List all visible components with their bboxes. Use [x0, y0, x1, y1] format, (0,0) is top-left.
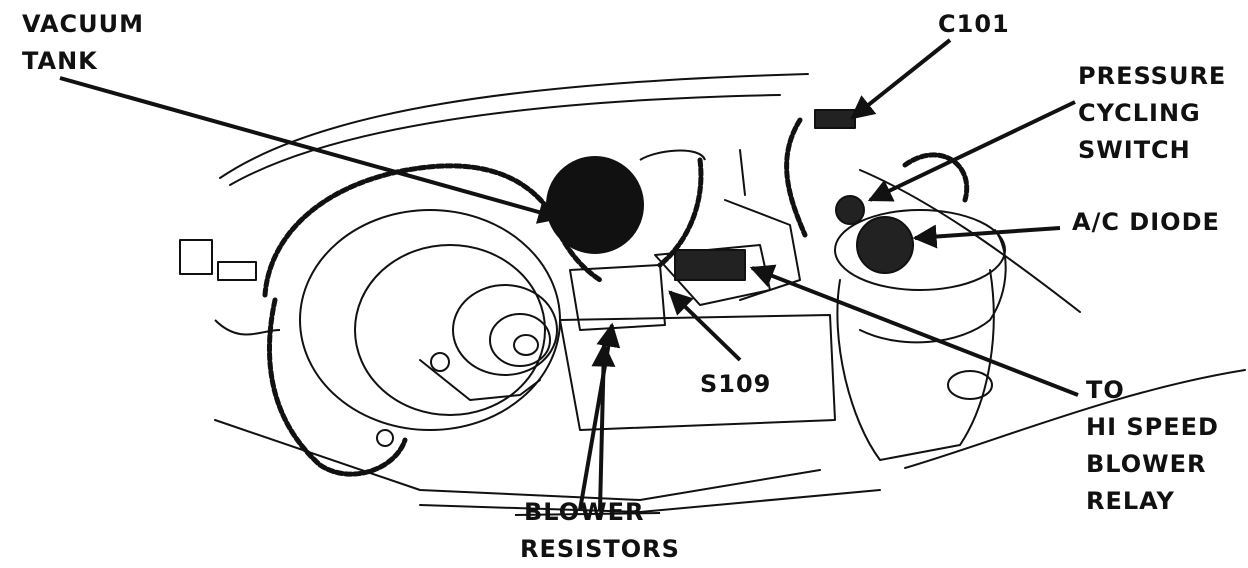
pressure-switch-body: [835, 195, 865, 225]
label-line: BLOWER: [1086, 450, 1207, 478]
relay-arrow: [749, 264, 1079, 397]
loose-connector-1: [179, 239, 213, 275]
hi-speed-blower-relay-label: TO HI SPEED BLOWER RELAY: [1086, 378, 1219, 526]
c101-arrow: [850, 38, 952, 120]
bracket-line: [724, 199, 801, 301]
c101-label: C101: [938, 12, 1010, 36]
blower-housing: [299, 209, 561, 431]
wire-1: [214, 319, 281, 336]
resistor-plate: [569, 264, 666, 331]
accumulator-outlet: [947, 370, 993, 400]
label-line: HI SPEED: [1086, 413, 1219, 441]
accumulator-body: [836, 269, 995, 461]
label-line: VACUUM: [22, 10, 144, 38]
wire-2: [639, 149, 706, 161]
resistor-base: [559, 314, 836, 431]
resistors-arrow-2: [591, 342, 616, 511]
pressure-switch-arrow: [867, 100, 1076, 202]
s109-label: S109: [700, 372, 771, 396]
label-line: SWITCH: [1078, 136, 1191, 164]
ac-diode-arrow: [912, 224, 1061, 249]
resistors-arrow-1: [578, 322, 621, 511]
cowl-edge: [229, 94, 781, 186]
accumulator-top: [834, 209, 1006, 291]
label-line: TANK: [22, 47, 98, 75]
blower-housing-inner: [354, 244, 546, 416]
harness-lower: [266, 297, 408, 477]
ground-bolt: [376, 429, 394, 447]
label-line: TO: [1086, 376, 1125, 404]
blower-bolt: [430, 352, 450, 372]
label-line: S109: [700, 370, 772, 398]
label-line: RELAY: [1086, 487, 1175, 515]
harness-right: [657, 157, 704, 268]
harness-c101: [784, 117, 808, 238]
frame-bottom: [214, 419, 821, 501]
accumulator-right: [859, 229, 1007, 344]
ac-diode-blob: [856, 216, 914, 274]
frame-bottom-2: [419, 489, 881, 513]
vacuum-tank-arrow: [59, 76, 563, 224]
label-line: C101: [938, 10, 1010, 38]
label-line: PRESSURE: [1078, 62, 1227, 90]
main-harness: [262, 163, 603, 298]
label-line: RESISTORS: [520, 535, 680, 563]
blower-resistors-label: BLOWER RESISTORS: [520, 500, 680, 568]
blower-mount: [419, 359, 541, 401]
label-line: A/C DIODE: [1072, 208, 1220, 236]
bracket-line-2: [739, 149, 746, 196]
blower-motor-cap: [489, 313, 551, 367]
resistors-underline: [514, 512, 661, 516]
vacuum-tank-label: VACUUM TANK: [22, 12, 144, 86]
pressure-cycling-switch-label: PRESSURE CYCLING SWITCH: [1078, 64, 1226, 175]
blower-motor-hub: [513, 334, 539, 356]
blower-motor: [452, 284, 558, 376]
c101-connector: [814, 109, 856, 129]
hood-outline: [219, 73, 809, 179]
ac-diode-label: A/C DIODE: [1072, 210, 1220, 234]
fender-lower: [904, 369, 1246, 469]
s109-arrow: [668, 290, 742, 362]
loose-connector-2: [217, 261, 257, 281]
label-line: CYCLING: [1078, 99, 1201, 127]
label-line: BLOWER: [524, 498, 645, 526]
relay-connector: [674, 249, 746, 281]
